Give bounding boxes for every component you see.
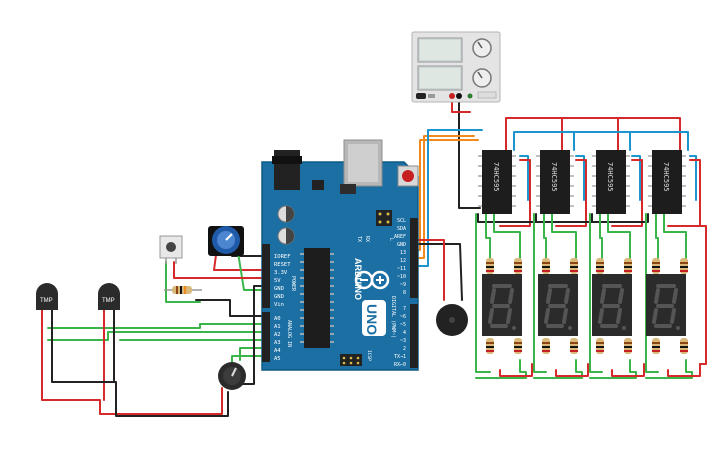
seven-segment-display-3[interactable] [592, 274, 632, 336]
shift-register-4[interactable]: 74HC595 [652, 150, 682, 214]
svg-text:7: 7 [403, 306, 406, 312]
resistor[interactable] [680, 258, 688, 274]
svg-text:GND: GND [274, 286, 284, 292]
svg-text:74HC595: 74HC595 [606, 162, 614, 192]
shift-register-3[interactable]: 74HC595 [596, 150, 626, 214]
resistor[interactable] [514, 258, 522, 274]
svg-text:3.3V: 3.3V [274, 270, 288, 276]
svg-text:~9: ~9 [400, 282, 406, 288]
svg-text:A1: A1 [274, 324, 281, 330]
analog-in-label: ANALOG IN [286, 320, 292, 347]
digital-pin-labels-bottom: 7 ~6 ~5 4 ~3 2 TX→1 RX←0 [394, 306, 406, 368]
power-header [262, 244, 270, 308]
resistor-button[interactable] [164, 286, 202, 294]
digital-header-bottom [410, 304, 418, 368]
potentiometer-black[interactable] [218, 362, 246, 390]
icsp-label: ICSP [366, 350, 372, 361]
resistor[interactable] [486, 338, 494, 354]
svg-text:RX←0: RX←0 [394, 362, 406, 368]
resistor[interactable] [624, 338, 632, 354]
svg-text:SDA: SDA [397, 226, 406, 232]
svg-text:AREF: AREF [394, 234, 406, 240]
potentiometer-blue[interactable] [208, 226, 244, 256]
temp-sensor-1[interactable]: TMP [36, 283, 58, 310]
wires [41, 95, 707, 417]
resistor[interactable] [570, 338, 578, 354]
resistor[interactable] [680, 338, 688, 354]
resistor[interactable] [486, 258, 494, 274]
arduino-logo [354, 270, 390, 290]
push-button[interactable] [159, 235, 183, 264]
arduino-board[interactable]: ARDUINO UNO IOREF RESET 3.3V 5V GND GND … [261, 139, 419, 371]
resistor[interactable] [596, 258, 604, 274]
svg-text:8: 8 [403, 290, 406, 296]
digital-header-top [410, 218, 418, 298]
analog-header [262, 312, 270, 362]
seven-segment-displays [482, 274, 686, 336]
svg-text:GND: GND [274, 294, 284, 300]
svg-text:Vin: Vin [274, 302, 284, 308]
svg-text:~10: ~10 [397, 274, 406, 280]
svg-text:74HC595: 74HC595 [662, 162, 670, 192]
svg-text:2: 2 [403, 346, 406, 352]
svg-text:TX→1: TX→1 [394, 354, 406, 360]
seven-segment-display-1[interactable] [482, 274, 522, 336]
svg-text:~5: ~5 [400, 322, 406, 328]
svg-text:A2: A2 [274, 332, 281, 338]
svg-text:A5: A5 [274, 356, 281, 362]
resistor[interactable] [570, 258, 578, 274]
resistor[interactable] [652, 258, 660, 274]
power-supply[interactable] [411, 31, 501, 103]
power-label: POWER [290, 276, 296, 292]
shift-registers: 74HC595 74HC595 74HC595 74HC595 [478, 150, 686, 214]
piezo-buzzer[interactable] [436, 304, 468, 336]
resistor[interactable] [652, 338, 660, 354]
seven-segment-display-4[interactable] [646, 274, 686, 336]
svg-text:A4: A4 [274, 348, 281, 354]
svg-text:A0: A0 [274, 316, 281, 322]
resistor[interactable] [542, 258, 550, 274]
shift-register-2[interactable]: 74HC595 [540, 150, 570, 214]
analog-pin-labels: A0 A1 A2 A3 A4 A5 [274, 316, 281, 362]
svg-text:74HC595: 74HC595 [492, 162, 500, 192]
digital-label: DIGITAL (PWM~) [390, 296, 396, 338]
resistor[interactable] [624, 258, 632, 274]
arduino-logo-text: ARDUINO [353, 258, 363, 300]
svg-text:13: 13 [400, 250, 406, 256]
svg-text:74HC595: 74HC595 [550, 162, 558, 192]
svg-text:~6: ~6 [400, 314, 406, 320]
svg-text:GND: GND [397, 242, 406, 248]
svg-text:TMP: TMP [102, 298, 115, 304]
svg-text:TX: TX [356, 236, 362, 242]
board-led-labels: TX RX L [356, 236, 394, 242]
resistor[interactable] [514, 338, 522, 354]
svg-text:4: 4 [403, 330, 406, 336]
temp-sensor-2[interactable]: TMP [98, 283, 120, 310]
seven-segment-display-2[interactable] [538, 274, 578, 336]
svg-text:A3: A3 [274, 340, 281, 346]
atmega-chip [304, 248, 330, 348]
svg-text:L: L [388, 238, 394, 241]
shift-register-1[interactable]: 74HC595 [482, 150, 512, 214]
power-pin-labels: IOREF RESET 3.3V 5V GND GND Vin [274, 254, 291, 308]
resistors-top [486, 258, 688, 274]
svg-text:~3: ~3 [400, 338, 406, 344]
resistor[interactable] [596, 338, 604, 354]
svg-text:IOREF: IOREF [274, 254, 291, 260]
svg-text:RX: RX [364, 236, 370, 242]
digital-pin-labels-top: SCL SDA AREF GND 13 12 ~11 ~10 ~9 8 [394, 218, 406, 296]
uno-label: UNO [364, 304, 380, 335]
svg-text:~11: ~11 [397, 266, 406, 272]
resistor[interactable] [542, 338, 550, 354]
resistors-bottom [486, 338, 688, 354]
svg-text:12: 12 [400, 258, 406, 264]
svg-text:SCL: SCL [397, 218, 406, 224]
terminal-red[interactable] [449, 93, 455, 99]
svg-text:TMP: TMP [40, 298, 53, 304]
terminal-black[interactable] [456, 93, 462, 99]
svg-text:RESET: RESET [274, 262, 291, 268]
svg-text:5V: 5V [274, 278, 281, 284]
